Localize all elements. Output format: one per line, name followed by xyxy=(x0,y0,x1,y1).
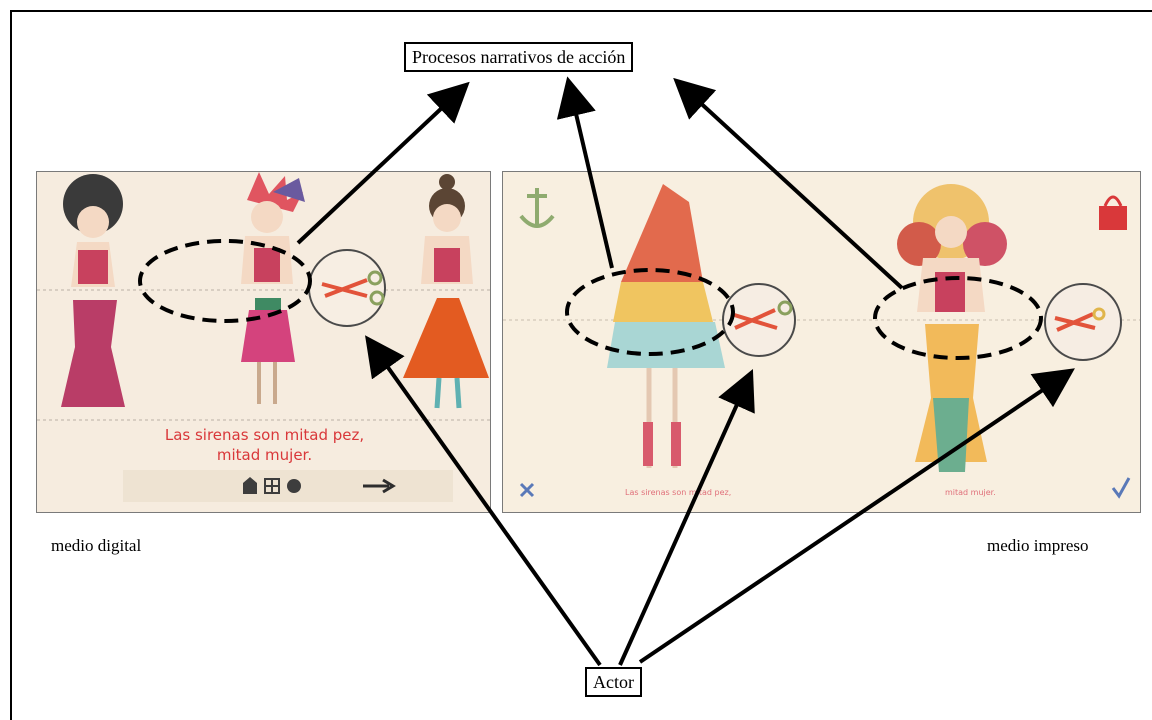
arrow-to-title xyxy=(673,77,904,290)
figure-right xyxy=(403,174,489,409)
story-line-1: Las sirenas son mitad pez, xyxy=(164,426,365,444)
handbag-icon xyxy=(1099,195,1127,230)
story-line-2: mitad mujer. xyxy=(216,446,313,464)
arrow-to-title xyxy=(556,76,614,269)
print-illustration xyxy=(503,184,1140,499)
title-label: Procesos narrativos de acción xyxy=(404,42,634,72)
arrow-to-title xyxy=(296,81,470,245)
checkmark-icon xyxy=(1111,477,1131,499)
caption-digital: medio digital xyxy=(51,536,142,555)
figure-fish xyxy=(607,184,725,468)
digital-panel: Las sirenas son mitad pez, mitad mujer. xyxy=(36,171,491,513)
anchor-icon xyxy=(519,188,555,228)
digital-story-text: Las sirenas son mitad pez, mitad mujer. xyxy=(37,425,490,465)
home-icon xyxy=(243,477,257,494)
print-story-left: Las sirenas son mitad pez, xyxy=(625,488,732,497)
highlight-ellipse xyxy=(138,239,312,323)
figure-mermaid xyxy=(61,174,125,407)
highlight-ellipse xyxy=(565,268,735,356)
arrow-from-actor xyxy=(638,368,1075,664)
digital-illustration xyxy=(37,172,490,421)
digital-toolbar xyxy=(123,470,453,502)
caption-print: medio impreso xyxy=(987,536,1089,555)
close-icon xyxy=(519,482,535,498)
arrow-from-actor xyxy=(365,335,602,667)
figure-flower-mermaid xyxy=(897,184,1007,472)
grid-icon xyxy=(264,478,280,494)
arrow-from-actor xyxy=(618,369,755,666)
arrow-right-icon xyxy=(363,478,396,494)
figure-center xyxy=(241,172,305,404)
print-panel: Las sirenas son mitad pez, mitad mujer. xyxy=(502,171,1141,513)
palette-icon xyxy=(287,479,301,493)
scissors-icon xyxy=(722,283,796,357)
figure-frame xyxy=(10,10,1152,720)
scissors-icon xyxy=(1044,283,1122,361)
highlight-ellipse xyxy=(873,276,1043,360)
actor-label: Actor xyxy=(585,667,642,697)
scissors-icon xyxy=(308,249,386,327)
print-story-right: mitad mujer. xyxy=(945,488,996,497)
